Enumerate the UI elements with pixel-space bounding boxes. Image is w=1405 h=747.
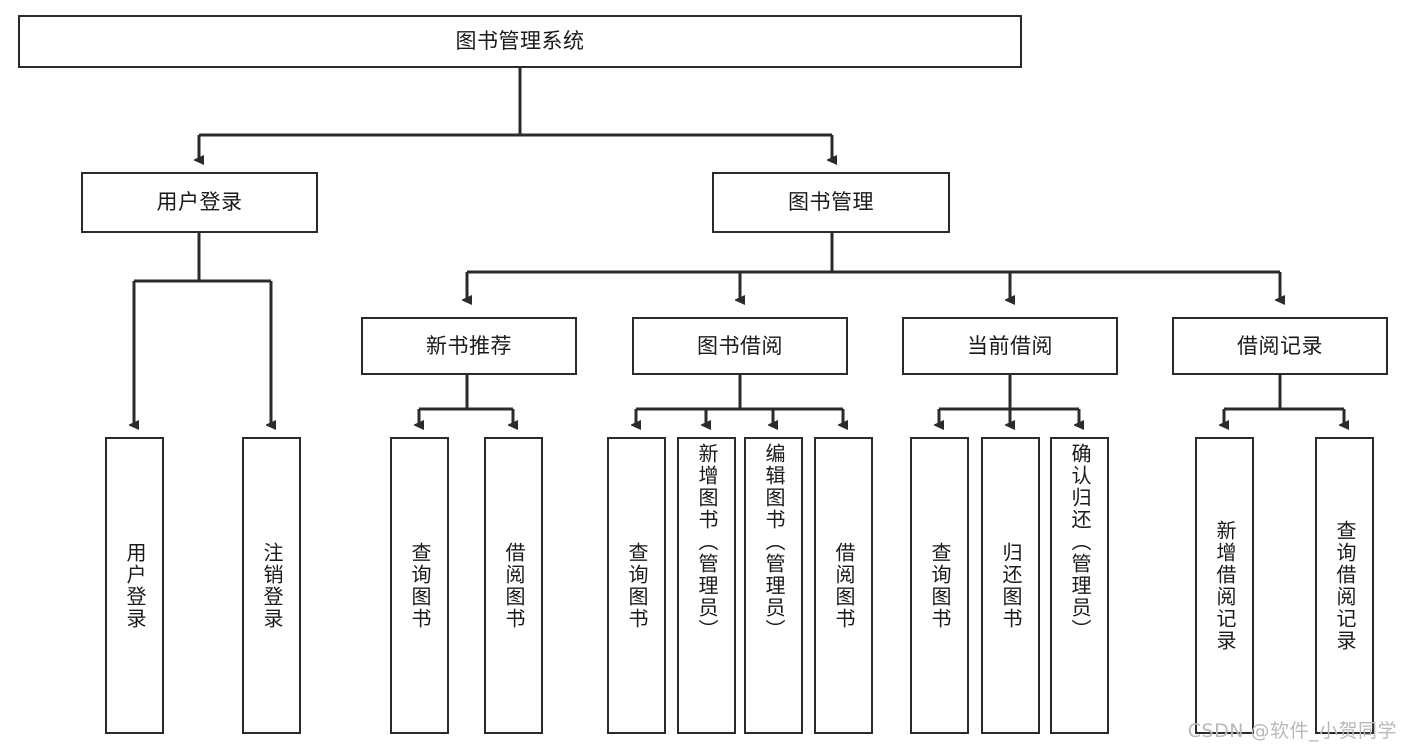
node-leaf-logout-label: 注销登录 [260,541,284,630]
node-leaf-confirm-return-label: 确认归还（管理员） [1068,443,1092,641]
node-book-manage-label: 图书管理 [788,190,874,215]
node-leaf-query-record-label: 查询借阅记录 [1333,519,1357,652]
node-leaf-logout[interactable]: 注销登录 [242,437,301,734]
node-leaf-return-book[interactable]: 归还图书 [981,437,1040,734]
node-root-label: 图书管理系统 [455,29,585,54]
node-leaf-edit-book-label: 编辑图书（管理员） [762,443,786,641]
node-user-login-label: 用户登录 [156,190,243,215]
node-leaf-query-record[interactable]: 查询借阅记录 [1315,437,1374,734]
node-leaf-confirm-return[interactable]: 确认归还（管理员） [1050,437,1109,734]
watermark: CSDN @软件_小贺同学 [1187,720,1397,742]
node-borrow-record[interactable]: 借阅记录 [1172,317,1388,375]
node-leaf-query-book-3[interactable]: 查询图书 [910,437,969,734]
node-leaf-add-record-label: 新增借阅记录 [1213,519,1237,652]
node-leaf-edit-book[interactable]: 编辑图书（管理员） [744,437,803,734]
node-leaf-borrow-book-1-label: 借阅图书 [502,541,526,630]
node-new-book-rec[interactable]: 新书推荐 [361,317,577,375]
node-current-borrow-label: 当前借阅 [967,333,1053,358]
node-leaf-user-login[interactable]: 用户登录 [105,437,164,734]
node-leaf-query-book-1-label: 查询图书 [408,541,432,630]
node-book-borrow[interactable]: 图书借阅 [632,317,848,375]
node-borrow-record-label: 借阅记录 [1237,333,1323,358]
node-book-manage[interactable]: 图书管理 [712,172,950,233]
node-new-book-rec-label: 新书推荐 [426,333,512,358]
node-leaf-query-book-2[interactable]: 查询图书 [607,437,666,734]
node-leaf-add-book-label: 新增图书（管理员） [695,443,719,641]
node-leaf-borrow-book-1[interactable]: 借阅图书 [484,437,543,734]
node-leaf-add-book[interactable]: 新增图书（管理员） [677,437,736,734]
node-leaf-query-book-1[interactable]: 查询图书 [390,437,449,734]
node-current-borrow[interactable]: 当前借阅 [902,317,1118,375]
node-leaf-borrow-book-2-label: 借阅图书 [832,541,856,630]
node-leaf-borrow-book-2[interactable]: 借阅图书 [814,437,873,734]
node-leaf-query-book-2-label: 查询图书 [625,541,649,630]
node-leaf-return-book-label: 归还图书 [999,541,1023,630]
node-root[interactable]: 图书管理系统 [18,15,1022,68]
node-book-borrow-label: 图书借阅 [697,333,783,358]
node-leaf-query-book-3-label: 查询图书 [928,541,952,630]
node-leaf-user-login-label: 用户登录 [123,541,147,630]
node-leaf-add-record[interactable]: 新增借阅记录 [1195,437,1254,734]
node-user-login[interactable]: 用户登录 [81,172,318,233]
